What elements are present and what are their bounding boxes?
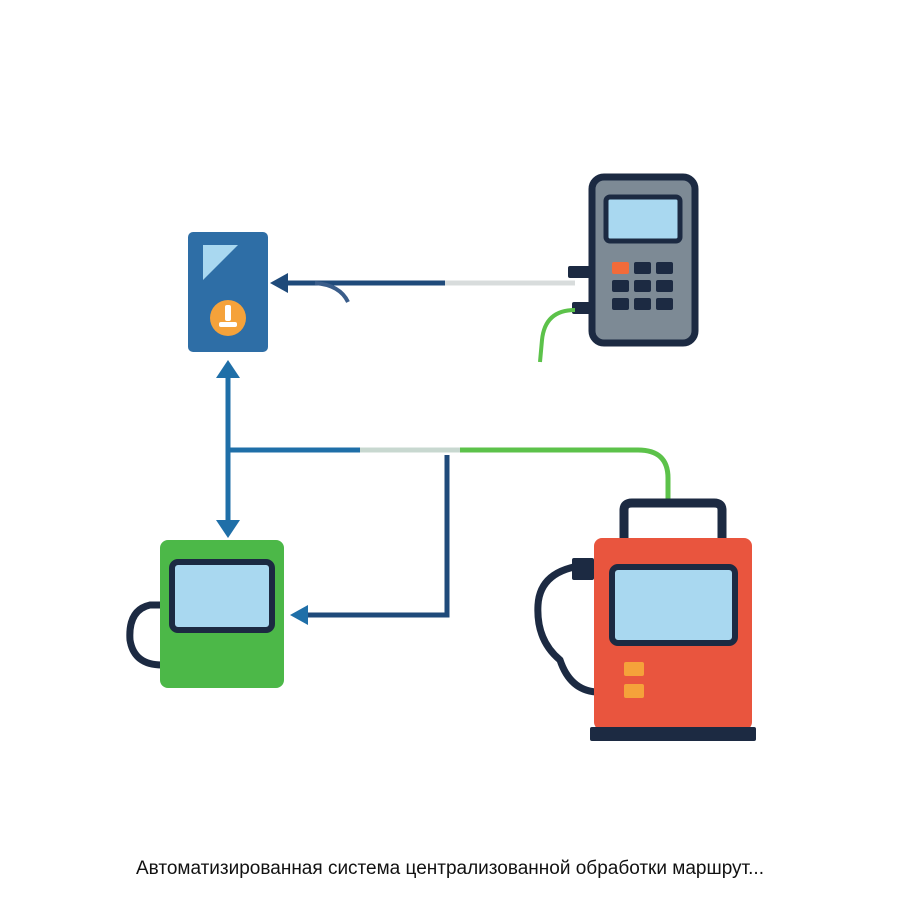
arrowhead-left-icon (270, 273, 288, 293)
green-device (126, 540, 284, 688)
plug-icon (572, 302, 592, 314)
blue-device (188, 232, 268, 352)
screen (609, 564, 738, 646)
screen-icon (203, 245, 238, 280)
red-device (534, 498, 756, 741)
key (612, 262, 629, 274)
arrowhead-left-icon (290, 605, 308, 625)
green-cable (538, 308, 576, 363)
plug-icon (568, 266, 592, 278)
screen (603, 194, 683, 244)
keypad-device (588, 173, 699, 347)
connector-bus (228, 447, 671, 618)
screen (169, 559, 275, 633)
diagram-caption: Автоматизированная система централизован… (135, 858, 764, 879)
connector-keypad-to-blue (285, 280, 575, 303)
